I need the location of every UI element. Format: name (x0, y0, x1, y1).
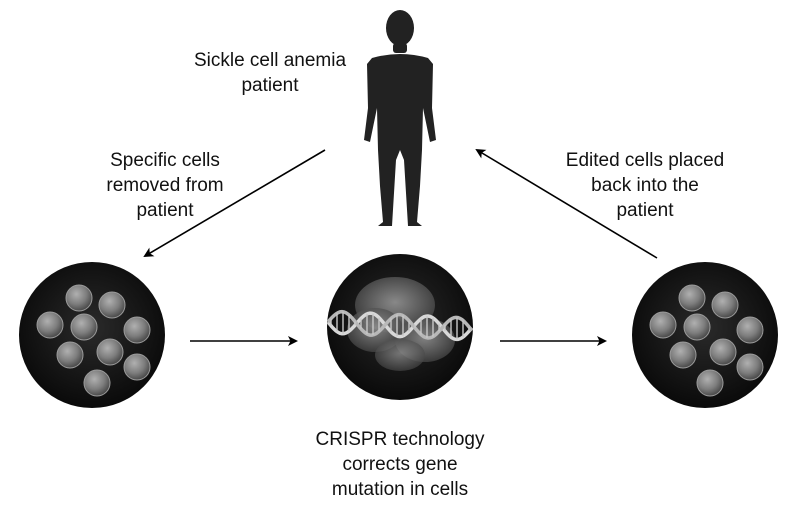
cell-icon (56, 341, 84, 369)
cells-group-left (36, 284, 151, 397)
cell-icon (678, 284, 706, 312)
cell-icon (711, 291, 739, 319)
cells-group-right (649, 284, 764, 397)
cell-icon (123, 353, 151, 381)
cell-icon (70, 313, 98, 341)
cell-icon (83, 369, 111, 397)
cell-icon (696, 369, 724, 397)
removed-from-patient-label: Specific cells removed from patient (106, 150, 224, 221)
cell-icon (669, 341, 697, 369)
patient-silhouette-icon (364, 10, 436, 226)
cell-dish-edited-icon (632, 262, 778, 408)
cell-icon (649, 311, 677, 339)
cell-dish-original-icon (19, 262, 165, 408)
cell-icon (709, 338, 737, 366)
cell-icon (683, 313, 711, 341)
cell-icon (736, 316, 764, 344)
cell-icon (96, 338, 124, 366)
cell-icon (98, 291, 126, 319)
cell-icon (123, 316, 151, 344)
placed-back-label: Edited cells placed back into the patien… (565, 150, 725, 221)
cell-icon (65, 284, 93, 312)
arrow-removed-from-patient (143, 149, 326, 258)
cell-icon (36, 311, 64, 339)
arrow-back-into-patient (475, 148, 658, 259)
crispr-label: CRISPR technology corrects gene mutation… (315, 429, 485, 500)
dna-helix-icon (327, 254, 473, 400)
patient-label: Sickle cell anemia patient (193, 50, 347, 96)
cell-icon (736, 353, 764, 381)
